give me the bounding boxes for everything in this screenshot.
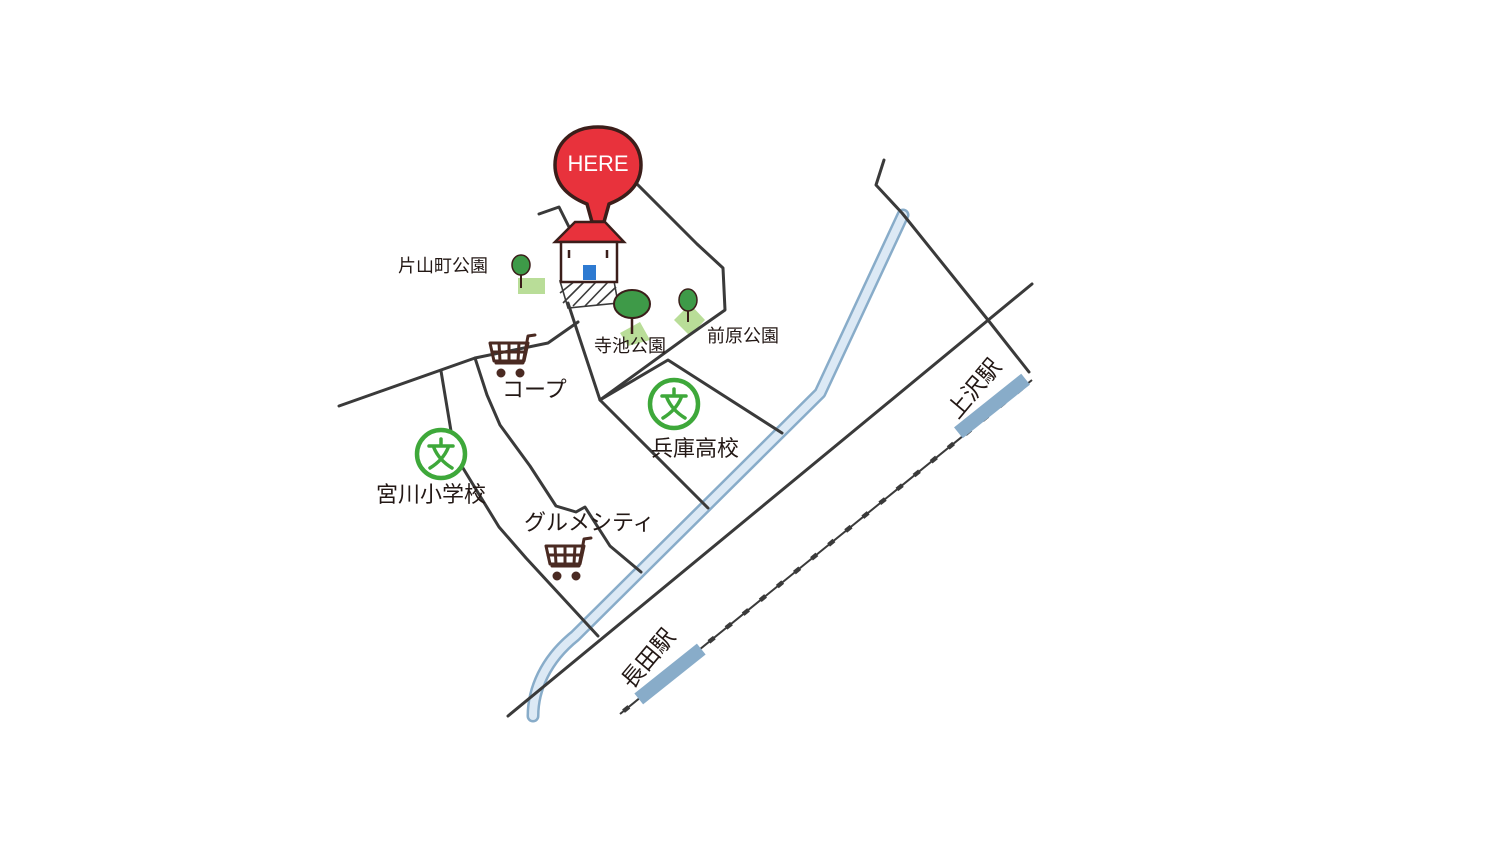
rail-tie <box>758 594 768 603</box>
rail-tie <box>810 552 819 561</box>
rail-tie <box>861 511 870 519</box>
shopping-cart-icon <box>544 536 593 581</box>
rail-tie <box>929 455 938 464</box>
road-network <box>337 158 1034 718</box>
katayama-park-label: 片山町公園 <box>398 256 488 277</box>
rail-tie <box>844 524 853 533</box>
school-symbol-icon <box>647 377 701 431</box>
miyagawa-elementary-label: 宮川小学校 <box>376 483 486 508</box>
shopping-cart-icon <box>488 333 537 378</box>
rail-tie <box>878 497 887 506</box>
coop-label: コープ <box>502 378 567 403</box>
katayama-park-area <box>518 278 545 294</box>
rail-tie <box>792 566 802 575</box>
hyogo-high-school-label: 兵庫高校 <box>651 437 739 462</box>
house-icon <box>551 220 627 284</box>
kamisawa-station <box>954 373 1030 439</box>
rail-tie <box>895 483 904 492</box>
here-label: HERE <box>567 151 628 176</box>
nagata-station <box>634 643 706 705</box>
tree-icon <box>511 254 531 288</box>
rail-tie <box>741 608 750 616</box>
tree-icon <box>613 289 651 334</box>
rail-tie <box>724 621 733 630</box>
teraike-park-label: 寺池公園 <box>594 336 666 357</box>
rail-tie <box>622 705 631 713</box>
rail-tie <box>912 469 921 478</box>
maehara-park-label: 前原公園 <box>707 326 779 347</box>
rail-tie <box>946 441 956 450</box>
tree-icon <box>678 288 698 322</box>
destination-marker[interactable]: HERE <box>553 125 643 224</box>
rail-tie <box>827 538 836 547</box>
river <box>526 208 910 723</box>
rail-tie <box>775 580 785 589</box>
rail-tie <box>707 635 716 644</box>
teraike-park-area <box>620 322 650 346</box>
gourmet-city-label: グルメシティ <box>524 511 655 536</box>
school-symbol-icon <box>414 427 468 481</box>
